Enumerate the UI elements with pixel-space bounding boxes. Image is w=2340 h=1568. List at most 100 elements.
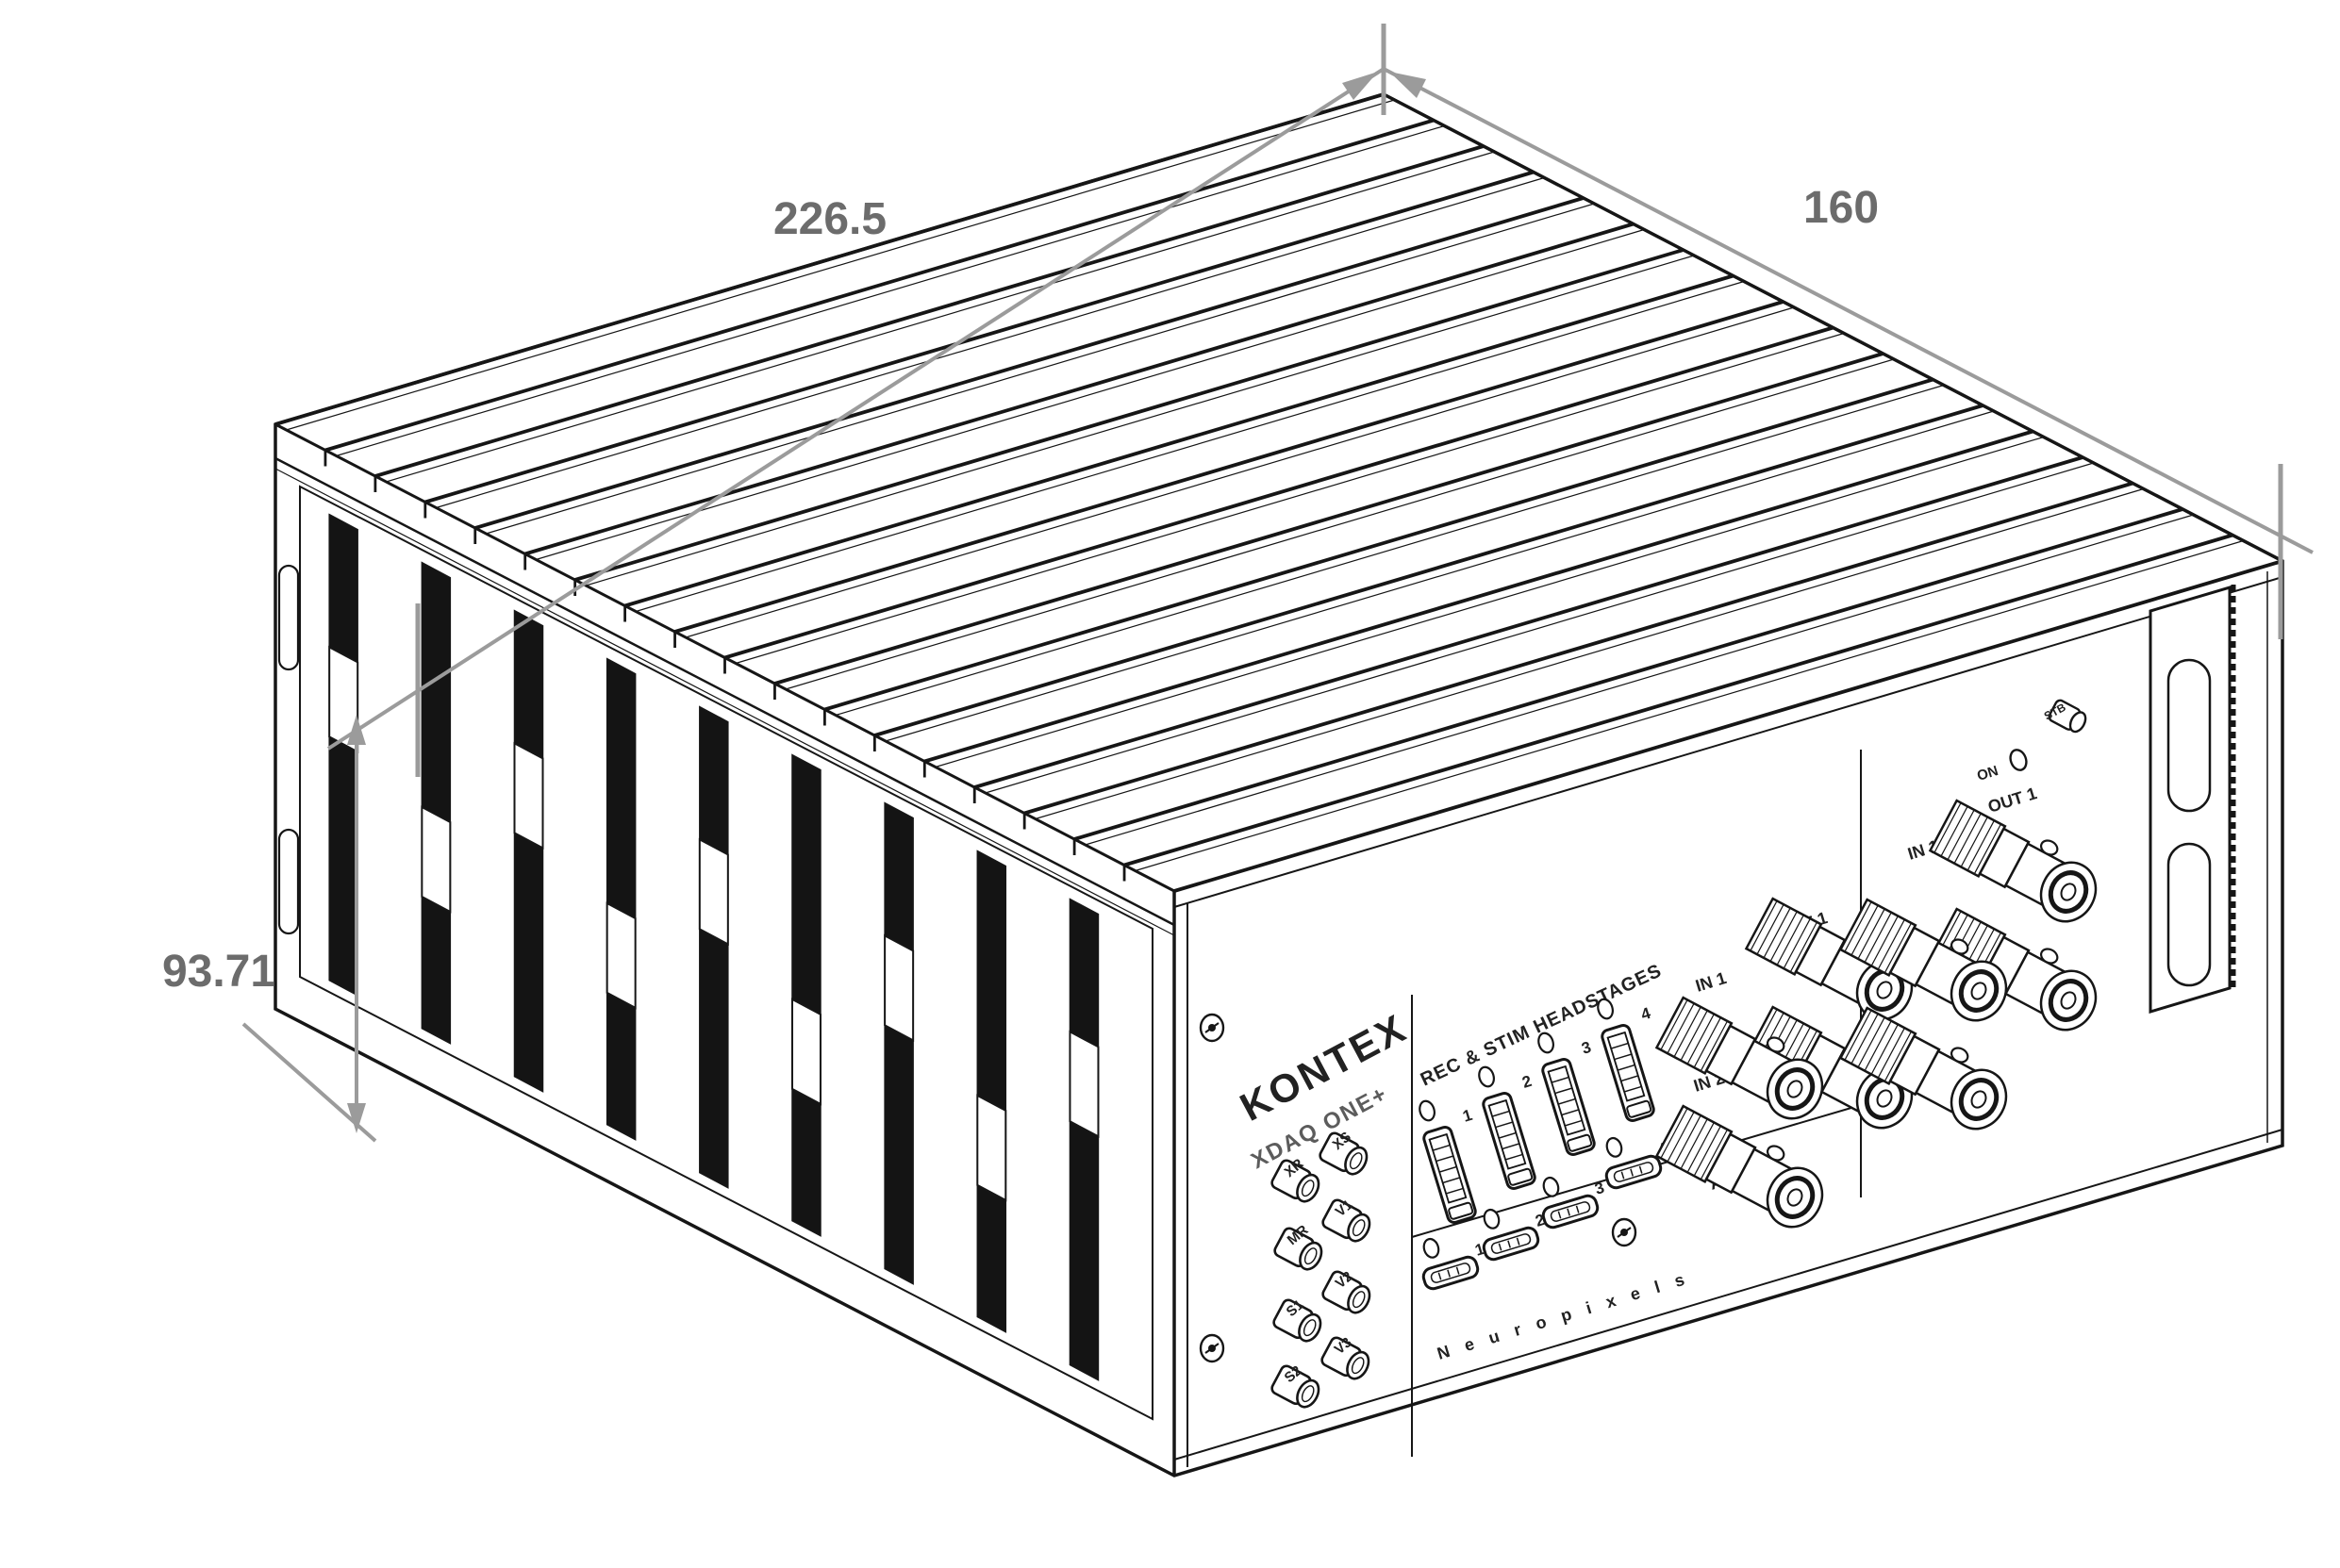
fin-groove: [785, 358, 1895, 690]
heatsink-fins: [274, 92, 2283, 907]
fin-groove: [436, 176, 1545, 509]
bnc-knurl-line: [1763, 907, 1791, 959]
port-pin: [1455, 1266, 1460, 1275]
port-pin: [1428, 1133, 1452, 1152]
grille-slot: [976, 850, 1007, 1333]
port-pin: [1606, 1032, 1630, 1050]
fin-groove: [835, 384, 1945, 717]
port-pin: [1575, 1205, 1580, 1213]
mount-slot: [277, 564, 300, 671]
port-pin: [1435, 1155, 1458, 1173]
bnc-knurl-line: [1700, 1020, 1728, 1072]
grille-slot-break: [1069, 1030, 1100, 1138]
bnc-knurl-line: [1667, 1111, 1695, 1163]
fin-groove: [536, 228, 1645, 561]
bnc-knurl-line: [1769, 911, 1798, 962]
fin-ridge: [674, 300, 1784, 634]
bnc-knurl-line: [1967, 819, 1995, 871]
grille-slot-break: [421, 805, 452, 914]
port-pin: [1487, 1099, 1511, 1118]
port-pin: [1547, 1065, 1570, 1084]
bracket-slot: [2166, 658, 2212, 813]
device-body: [274, 92, 2284, 1477]
sma-port: [1321, 1198, 1371, 1243]
bnc-knurl-line: [1680, 1118, 1708, 1169]
port-foot: [1507, 1167, 1534, 1186]
bnc-bayonet-stub: [2040, 948, 2059, 965]
sma-port: [1320, 1336, 1370, 1380]
bnc-knurl-line: [1850, 904, 1879, 956]
fin-ridge: [1023, 481, 2133, 816]
port-pin: [1619, 1075, 1643, 1093]
sma-pin: [1349, 1152, 1363, 1170]
screw: [1611, 1217, 1637, 1247]
dimension-depth-label: 160: [1803, 183, 1879, 233]
bnc-knurl-line: [1933, 802, 1962, 853]
fin-groove: [585, 255, 1695, 586]
fin-ridge: [374, 144, 1485, 478]
fin-groove: [985, 462, 2094, 794]
grille-slot-break: [790, 998, 821, 1106]
grille-slot: [1069, 898, 1100, 1381]
grille-slot-break: [698, 837, 729, 947]
bnc-face-ring: [1958, 969, 2000, 1013]
grille-slot: [791, 753, 821, 1237]
fin-groove: [336, 124, 1445, 457]
grille-slot: [606, 657, 637, 1141]
vent-grille: [274, 456, 1175, 1421]
port-led: [1478, 1065, 1495, 1088]
sma-port: [1272, 1298, 1322, 1343]
panel-bottom-chamfer: [1173, 1129, 2283, 1461]
bnc-knurl-line: [1947, 809, 1975, 861]
dim-depth-line: [1383, 67, 2314, 554]
bnc-face-ring: [1774, 1067, 1816, 1111]
bnc-connector: [1838, 1006, 2008, 1131]
bnc-bayonet-stub: [1950, 1047, 1969, 1064]
port-led: [1542, 1176, 1560, 1197]
sma-port: [1319, 1131, 1369, 1176]
port-led: [1483, 1208, 1501, 1230]
fin-ridge: [1173, 559, 2283, 893]
port-foot: [1448, 1201, 1474, 1220]
bnc-knurl-line: [1877, 918, 1905, 970]
bnc-knurl-line: [1673, 1114, 1701, 1166]
port-pin: [1630, 1168, 1634, 1177]
fin-ridge: [723, 325, 1834, 660]
bnc-knurl-line: [1857, 1016, 1885, 1068]
dim-height-arrow-bottom: [347, 1103, 366, 1133]
bnc-center-pin: [1786, 1188, 1803, 1207]
grille-slots: [328, 513, 1100, 1381]
bnc-knurl-line: [1960, 817, 1988, 867]
dim-width-line: [326, 67, 1386, 751]
bnc-knurl-line: [1884, 1031, 1912, 1082]
bnc-knurl-line: [1673, 1006, 1701, 1058]
neuropixels-port: [1604, 1136, 1663, 1190]
port-pin: [1560, 1109, 1584, 1127]
bnc-knurl-line: [1686, 1122, 1715, 1173]
port-pin: [1557, 1211, 1562, 1219]
port-pin: [1498, 1243, 1502, 1251]
neuropixels-port: [1421, 1237, 1480, 1291]
port-foot: [1567, 1133, 1593, 1152]
bnc-knurl-line: [1877, 1027, 1905, 1079]
headstage-port: [1537, 1032, 1596, 1156]
dimension-width-label: 226.5: [773, 194, 887, 244]
port-led: [1537, 1032, 1554, 1054]
bnc-face-ring: [1774, 1176, 1816, 1219]
bnc-knurl-line: [1789, 921, 1817, 973]
neuropixels-ports: [1421, 1136, 1663, 1291]
fin-groove: [486, 203, 1595, 535]
mounting-bracket: [2149, 585, 2236, 1015]
bnc-knurl-line: [1844, 901, 1872, 952]
port-pin: [1620, 1171, 1625, 1180]
fin-groove: [735, 332, 1845, 665]
bnc-knurl-line: [1857, 908, 1885, 960]
fin-groove: [1135, 539, 2244, 872]
bnc-center-pin: [1970, 982, 1987, 1000]
bnc-knurl-line: [1693, 1016, 1721, 1068]
bnc-center-pin: [1786, 1080, 1803, 1098]
port-pin: [1494, 1121, 1518, 1139]
bnc-knurl-line: [1844, 1010, 1872, 1061]
bnc-center-pin: [2060, 991, 2077, 1010]
